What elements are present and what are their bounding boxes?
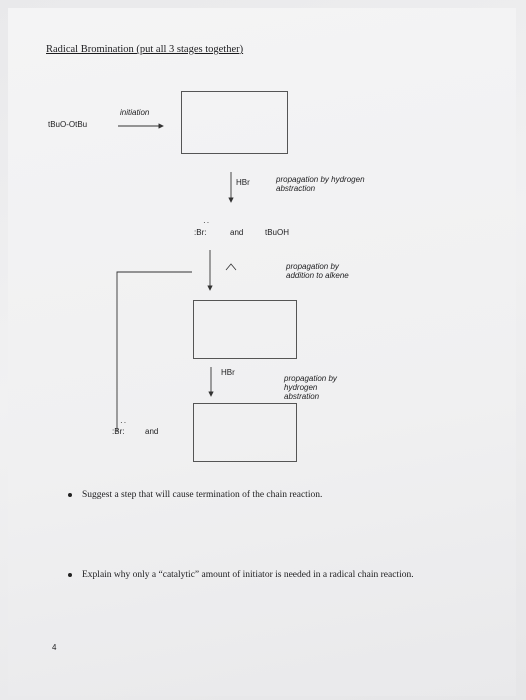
bullet-2 — [68, 573, 72, 577]
bromine-dots-top-2: ·· — [120, 418, 128, 427]
and-label-2: and — [145, 427, 159, 436]
propagation-addition-label: propagation by addition to alkene — [286, 262, 349, 280]
bromine-radical-1: :Br: — [194, 228, 207, 237]
alkene-structure — [225, 263, 237, 271]
and-label-1: and — [230, 228, 244, 237]
question-catalytic-initiator: Explain why only a “catalytic” amount of… — [82, 570, 414, 580]
answer-box-1[interactable] — [181, 91, 288, 154]
bromine-dots-top-1: ·· — [203, 218, 211, 227]
tbuoh-label: tBuOH — [265, 228, 290, 237]
initiator-reactant: tBuO-OtBu — [48, 120, 88, 129]
page-number: 4 — [52, 643, 57, 652]
recycle-bracket-line — [116, 271, 192, 432]
hbr-label-1: HBr — [236, 178, 250, 187]
propagation-hydrogen-abstration-label: propagation by hydrogen abstration — [284, 374, 337, 401]
propagation-hydrogen-abstraction-label: propagation by hydrogen abstraction — [276, 175, 365, 193]
answer-box-3[interactable] — [193, 403, 297, 462]
answer-box-2[interactable] — [193, 300, 297, 359]
page-title: Radical Bromination (put all 3 stages to… — [46, 44, 244, 55]
question-termination: Suggest a step that will cause terminati… — [82, 490, 323, 500]
worksheet-page — [8, 8, 516, 696]
hbr-label-2: HBr — [221, 368, 235, 377]
bullet-1 — [68, 493, 72, 497]
bromine-radical-2: :Br: — [112, 427, 125, 436]
initiation-label: initiation — [120, 108, 150, 117]
